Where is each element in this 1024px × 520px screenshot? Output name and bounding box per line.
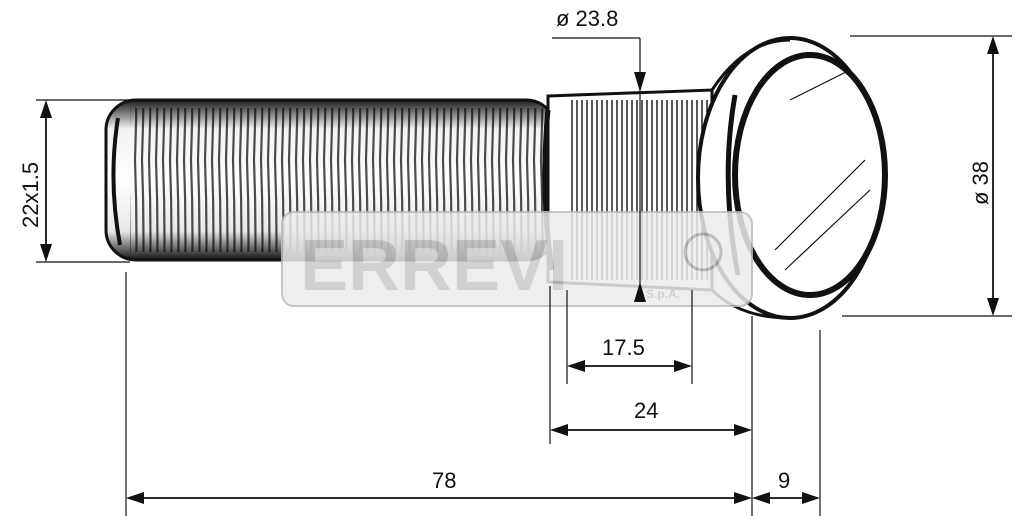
threaded-shaft [104,98,558,262]
dim-head-thickness-label: 9 [778,468,790,493]
dim-shoulder-length: 24 [549,286,753,516]
watermark-suffix: S.p.A. [646,287,680,301]
watermark-brand: ERREVI [300,226,568,306]
dim-knurl-diameter-label: ø 23.8 [556,6,618,31]
watermark: ERREVI S.p.A. [281,211,753,307]
dim-thread: 22x1.5 [18,99,135,263]
dim-total-length: 78 [125,272,752,516]
dim-head-thickness: 9 [752,330,821,516]
dim-head-diameter-label: ø 38 [968,161,993,205]
dim-knurl-length: 17.5 [566,290,693,384]
dim-shoulder-length-label: 24 [634,398,658,423]
dim-knurl-length-label: 17.5 [602,335,645,360]
dim-head-diameter: ø 38 [842,35,1012,317]
dim-knurl-diameter: ø 23.8 [552,6,646,302]
dim-total-length-label: 78 [432,468,456,493]
dim-thread-label: 22x1.5 [18,162,43,228]
